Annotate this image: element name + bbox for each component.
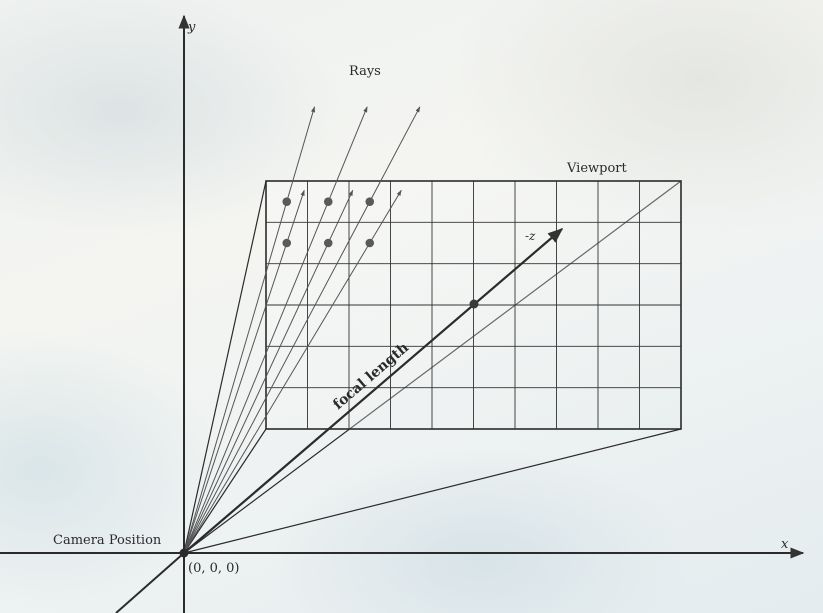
rays-label: Rays	[349, 64, 381, 79]
frustum-edge-bottom-left	[183, 428, 267, 554]
pixel-sample-point	[323, 238, 333, 248]
viewport-grid	[266, 181, 681, 429]
origin-point	[179, 548, 189, 558]
camera-position-label: Camera Position	[53, 533, 162, 548]
rays-group	[183, 106, 421, 554]
pixel-sample-point	[365, 238, 375, 248]
neg-z-label: -z	[525, 229, 536, 243]
viewport-label: Viewport	[566, 161, 628, 176]
y-axis-label: y	[187, 20, 196, 35]
pixel-sample-point	[282, 197, 292, 206]
frustum-edge-bottom-right	[183, 428, 682, 554]
origin-label: (0, 0, 0)	[188, 561, 240, 576]
ray-line	[183, 189, 402, 554]
sample-points	[282, 197, 375, 248]
ray-line	[183, 189, 354, 554]
ray-line	[183, 106, 421, 554]
ray-line	[183, 189, 305, 554]
ray-line	[183, 106, 315, 554]
frustum-edge-top-left	[183, 180, 267, 554]
ray-line	[183, 106, 368, 554]
pixel-sample-point	[323, 197, 333, 206]
neg-z-axis	[183, 227, 564, 554]
pixel-sample-point	[282, 238, 292, 248]
axes	[0, 14, 805, 613]
viewport-center-point	[469, 299, 479, 309]
z-axis-negative	[115, 552, 185, 613]
x-axis-label: x	[781, 537, 789, 552]
pixel-sample-point	[365, 197, 375, 206]
